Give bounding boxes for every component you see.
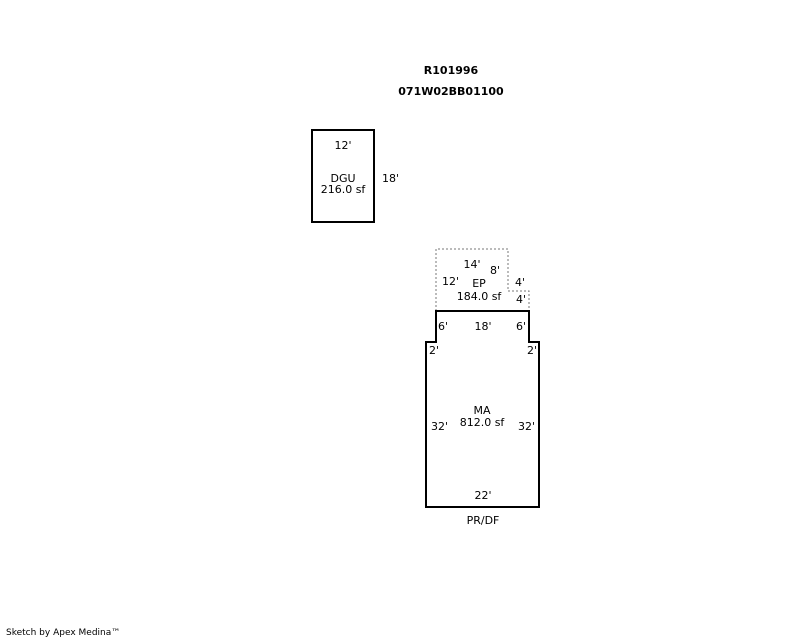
ep-dim-step-vertical: 4'	[516, 293, 526, 306]
parcel-id: R101996	[424, 64, 479, 77]
ep-outline	[435, 248, 530, 311]
ma-outline	[425, 310, 540, 508]
dgu-code: DGU	[330, 172, 355, 185]
dgu-dim-top: 12'	[334, 139, 351, 152]
dgu-area: 216.0 sf	[321, 183, 367, 196]
ma-dim-right: 32'	[518, 420, 535, 433]
ma-dim-top: 18'	[474, 320, 491, 333]
ma-code: MA	[473, 404, 490, 417]
ma-dim-upper-left: 6'	[438, 320, 448, 333]
ep-code: EP	[472, 277, 486, 290]
ma-dim-left: 32'	[431, 420, 448, 433]
ma-area: 812.0 sf	[460, 416, 506, 429]
ep-dim-left: 12'	[442, 275, 459, 288]
ma-dim-step-left: 2'	[429, 344, 439, 357]
ma-dim-upper-right: 6'	[516, 320, 526, 333]
dgu-outline	[311, 129, 375, 223]
ep-dim-right-upper: 8'	[490, 264, 500, 277]
footer-credit: Sketch by Apex Medina™	[6, 628, 121, 638]
ep-dim-top: 14'	[463, 258, 480, 271]
ma-dim-step-right: 2'	[527, 344, 537, 357]
ep-dim-step-horizontal: 4'	[515, 276, 525, 289]
ma-below-label: PR/DF	[467, 514, 500, 527]
dgu-dim-right: 18'	[382, 172, 399, 185]
map-number: 071W02BB01100	[398, 85, 504, 98]
ma-dim-bottom: 22'	[474, 489, 491, 502]
ep-area: 184.0 sf	[457, 290, 503, 303]
